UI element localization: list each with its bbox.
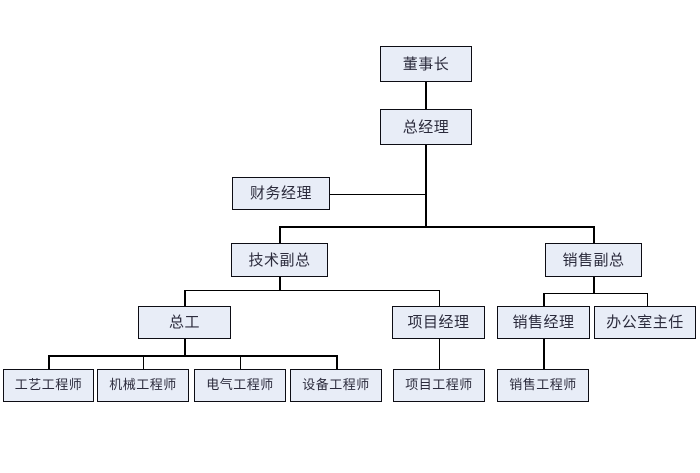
node-general-manager-label: 总经理 — [402, 117, 450, 136]
connector-tech-vp-bar — [184, 289, 441, 292]
node-project-manager-label: 项目经理 — [407, 313, 470, 331]
connector-sales-manager-to-engineer — [543, 339, 545, 369]
node-electrical-engineer-label: 电气工程师 — [206, 378, 274, 393]
node-project-manager[interactable]: 项目经理 — [392, 306, 485, 339]
node-process-engineer[interactable]: 工艺工程师 — [3, 369, 94, 402]
node-electrical-engineer[interactable]: 电气工程师 — [194, 369, 286, 402]
connector-drop-process-engineer — [48, 355, 50, 369]
connector-chief-engineer-bar — [48, 355, 338, 357]
node-project-engineer[interactable]: 项目工程师 — [393, 369, 485, 402]
node-sales-manager-label: 销售经理 — [512, 313, 575, 331]
connector-project-manager-to-engineer — [438, 339, 441, 369]
node-tech-vp[interactable]: 技术副总 — [231, 243, 328, 277]
connector-drop-project-manager — [438, 289, 441, 306]
node-sales-engineer-label: 销售工程师 — [509, 378, 577, 393]
node-tech-vp-label: 技术副总 — [248, 250, 311, 269]
connector-drop-tech-vp — [279, 226, 281, 243]
node-sales-manager[interactable]: 销售经理 — [497, 306, 590, 339]
connector-chairman-to-gm — [425, 82, 427, 109]
node-sales-vp[interactable]: 销售副总 — [545, 243, 642, 277]
connector-drop-mechanical-engineer — [142, 355, 145, 369]
node-finance-manager[interactable]: 财务经理 — [232, 177, 330, 210]
connector-sales-vp-bar — [543, 292, 649, 295]
connector-tech-vp-down — [279, 277, 281, 290]
connector-drop-electrical-engineer — [239, 355, 242, 369]
connector-drop-equipment-engineer — [336, 355, 338, 369]
node-mechanical-engineer-label: 机械工程师 — [109, 378, 177, 393]
node-chief-engineer-label: 总工 — [168, 313, 200, 331]
connector-drop-sales-manager — [543, 292, 545, 306]
node-sales-engineer[interactable]: 销售工程师 — [497, 369, 589, 402]
node-chairman-label: 董事长 — [402, 54, 450, 73]
node-project-engineer-label: 项目工程师 — [405, 378, 473, 393]
node-equipment-engineer[interactable]: 设备工程师 — [290, 369, 382, 402]
connector-drop-office-director — [646, 292, 649, 306]
node-equipment-engineer-label: 设备工程师 — [302, 378, 370, 393]
connector-drop-chief-engineer — [184, 289, 186, 306]
node-mechanical-engineer[interactable]: 机械工程师 — [97, 369, 189, 402]
node-sales-vp-label: 销售副总 — [562, 250, 625, 269]
connector-gm-trunk — [425, 145, 427, 227]
connector-chief-engineer-down — [184, 339, 186, 356]
node-office-director-label: 办公室主任 — [606, 313, 684, 331]
connector-finance-stub — [330, 193, 426, 196]
node-finance-manager-label: 财务经理 — [249, 184, 312, 202]
node-general-manager[interactable]: 总经理 — [380, 109, 472, 145]
node-process-engineer-label: 工艺工程师 — [14, 378, 83, 393]
node-chairman[interactable]: 董事长 — [380, 46, 472, 82]
connector-level3-bar — [279, 226, 595, 228]
node-chief-engineer[interactable]: 总工 — [138, 306, 231, 339]
node-office-director[interactable]: 办公室主任 — [594, 306, 696, 339]
connector-sales-vp-down — [593, 277, 595, 293]
connector-drop-sales-vp — [593, 226, 595, 243]
